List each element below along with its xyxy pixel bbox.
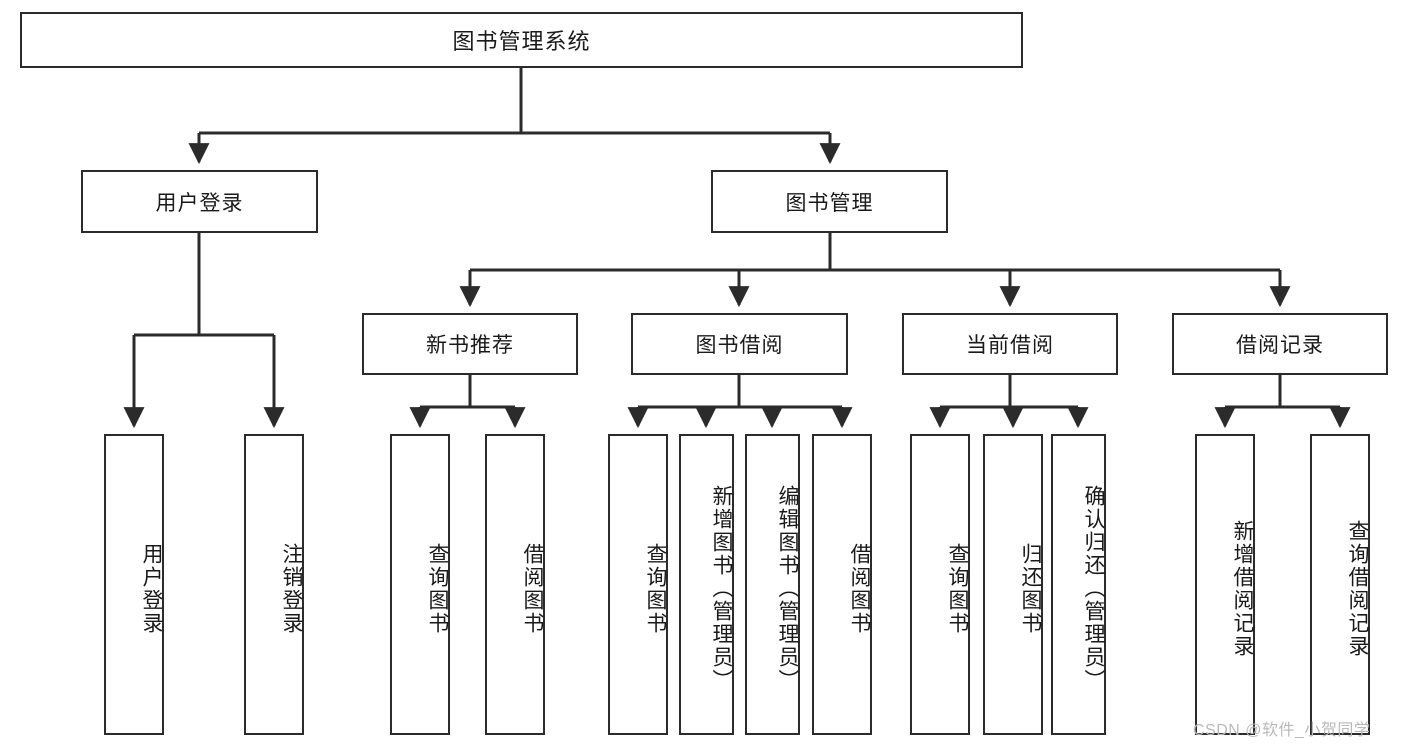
node-leaf-query-book-rec[interactable]: 查询图书 [390, 434, 450, 735]
node-leaf-add-borrow-record[interactable]: 新增借阅记录 [1195, 434, 1255, 735]
node-leaf-confirm-return-admin[interactable]: 确认归还（管理员） [1051, 434, 1106, 735]
node-label: 用户登录 [140, 542, 163, 635]
node-label: 借阅图书 [521, 542, 544, 635]
csdn-watermark: CSDN @软件_小贺同学 [1193, 722, 1371, 739]
node-label: 用户登录 [155, 191, 244, 215]
node-label: 新增借阅记录 [1231, 519, 1254, 658]
node-label: 确认归还（管理员） [1082, 485, 1105, 692]
node-label: 查询图书 [644, 542, 667, 635]
node-leaf-borrow-book-borrow[interactable]: 借阅图书 [812, 434, 872, 735]
node-label: 查询借阅记录 [1346, 519, 1369, 658]
node-leaf-user-login[interactable]: 用户登录 [104, 434, 164, 735]
node-label: 查询图书 [426, 542, 449, 635]
node-label: 借阅记录 [1236, 334, 1324, 357]
node-label: 编辑图书（管理员） [776, 485, 799, 692]
node-label: 图书借阅 [695, 334, 784, 357]
node-leaf-borrow-book-rec[interactable]: 借阅图书 [485, 434, 545, 735]
node-leaf-query-borrow-record[interactable]: 查询借阅记录 [1310, 434, 1370, 735]
node-book-management[interactable]: 图书管理 [711, 170, 948, 233]
node-label: 查询图书 [946, 542, 969, 635]
node-label: 借阅图书 [848, 542, 871, 635]
node-label: 当前借阅 [966, 334, 1054, 357]
node-label: 注销登录 [280, 542, 303, 635]
node-label: 归还图书 [1019, 542, 1042, 635]
node-book-borrow[interactable]: 图书借阅 [631, 313, 848, 375]
node-leaf-query-book-borrow[interactable]: 查询图书 [608, 434, 668, 735]
node-leaf-edit-book-admin[interactable]: 编辑图书（管理员） [745, 434, 800, 735]
node-label: 新书推荐 [426, 334, 514, 357]
node-user-login[interactable]: 用户登录 [81, 170, 318, 233]
node-current-borrow[interactable]: 当前借阅 [902, 313, 1118, 375]
node-root-system[interactable]: 图书管理系统 [20, 12, 1023, 68]
node-new-book-recommend[interactable]: 新书推荐 [362, 313, 578, 375]
node-label: 图书管理系统 [452, 29, 591, 54]
node-leaf-return-book[interactable]: 归还图书 [983, 434, 1043, 735]
node-leaf-add-book-admin[interactable]: 新增图书（管理员） [679, 434, 734, 735]
node-leaf-query-book-current[interactable]: 查询图书 [910, 434, 970, 735]
node-leaf-logout[interactable]: 注销登录 [244, 434, 304, 735]
node-label: 新增图书（管理员） [710, 485, 733, 692]
node-label: 图书管理 [785, 191, 874, 215]
node-borrow-record[interactable]: 借阅记录 [1172, 313, 1388, 375]
